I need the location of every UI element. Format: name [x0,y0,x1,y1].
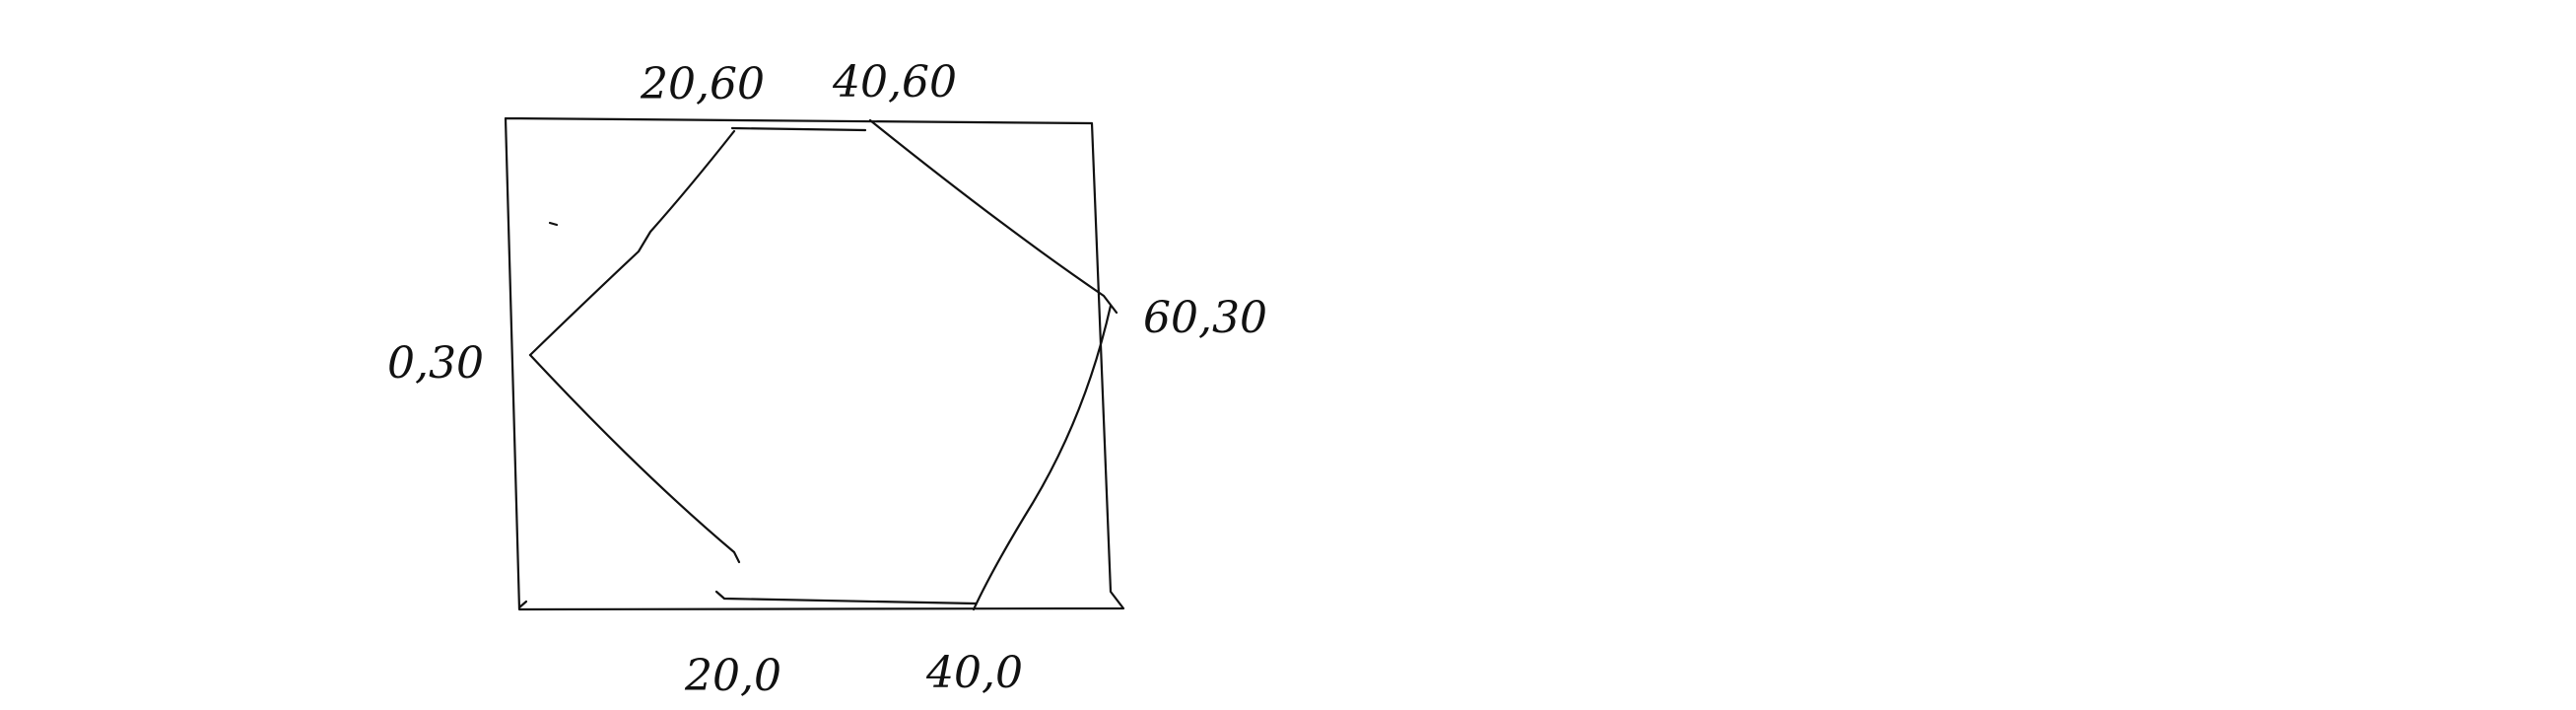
hexagon-edge-right-upper [868,118,1119,315]
stray-mark [548,221,559,227]
hexagon-edge-left-lower [528,353,741,564]
bounding-square [504,116,1125,611]
hexagon-edge-right-lower [972,304,1113,611]
vertex-label-right: 60,30 [1143,293,1267,343]
vertex-label-bottom-right: 40,0 [925,648,1023,698]
bounding-square-left-tick [517,600,528,609]
hexagon-edge-bottom [714,590,978,605]
hexagon-edge-top [730,126,867,132]
vertex-label-bottom-left: 20,0 [684,651,781,701]
vertex-label-top-left: 20,60 [640,59,765,109]
hexagon-edge-left-upper [528,129,736,357]
vertex-label-left: 0,30 [387,338,484,389]
vertex-label-top-right: 40,60 [832,57,957,107]
